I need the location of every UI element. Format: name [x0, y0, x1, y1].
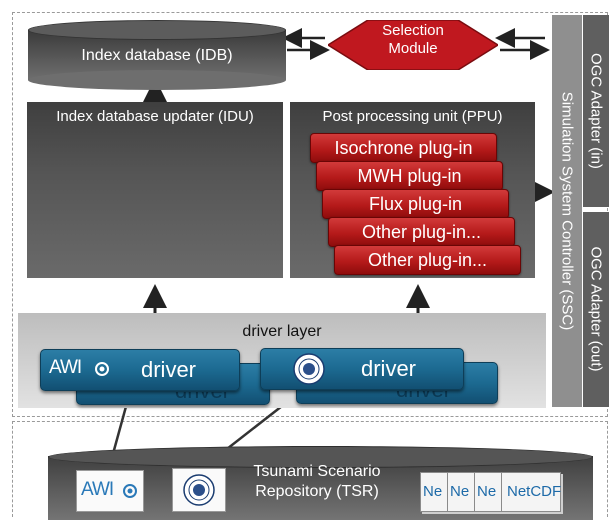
repository-boundary	[12, 421, 608, 517]
ssc-label: Simulation System Controller (SSC)	[558, 91, 576, 331]
awi-logo-icon	[95, 362, 109, 376]
idb-label: Index database (IDB)	[81, 47, 233, 64]
driver-layer-title: driver layer	[242, 323, 322, 340]
selection-module-label: Selection Module	[382, 22, 444, 57]
tsr-university-seal-icon	[183, 474, 215, 506]
tsr-seal-card	[172, 468, 226, 512]
driver-2-label: driver	[361, 356, 417, 381]
driver-2: driver	[260, 348, 464, 390]
netcdf-doc-4: NetCDF	[501, 472, 561, 512]
driver-awi-label: driver	[141, 357, 197, 382]
awi-logo-text: AWI	[49, 357, 82, 378]
ogc-adapter-out: OGC Adapter (out)	[583, 212, 609, 407]
selection-module-shape	[328, 20, 498, 70]
ogc-in-label: OGC Adapter (in)	[587, 53, 605, 169]
idu-title: Index database updater (IDU)	[56, 108, 254, 125]
plugin-other-2: Other plug-in...	[334, 245, 521, 275]
awi-logo: AWI	[49, 357, 113, 383]
tsr-awi-logo-card: AWI	[76, 470, 144, 512]
ppu-title: Post processing unit (PPU)	[322, 108, 503, 125]
index-database: Index database (IDB)	[28, 20, 286, 90]
tsr-awi-logo-icon	[123, 484, 137, 498]
plugin-other-1: Other plug-in...	[328, 217, 515, 247]
index-database-updater: Index database updater (IDU)	[27, 102, 283, 278]
simulation-system-controller: Simulation System Controller (SSC)	[552, 15, 582, 407]
tsr-awi-logo-text: AWI	[81, 479, 114, 500]
driver-awi: AWI driver	[40, 349, 240, 391]
plugin-flux: Flux plug-in	[322, 189, 509, 219]
driver-2-back-label: driver	[396, 391, 451, 403]
ogc-adapter-in: OGC Adapter (in)	[583, 15, 609, 207]
driver-awi-back-label: driver	[175, 392, 230, 404]
plugin-mwh: MWH plug-in	[316, 161, 503, 191]
plugin-isochrone: Isochrone plug-in	[310, 133, 497, 163]
university-seal-icon	[293, 353, 325, 385]
ogc-out-label: OGC Adapter (out)	[587, 246, 605, 372]
tsr-label: Tsunami Scenario Repository (TSR)	[253, 463, 381, 500]
